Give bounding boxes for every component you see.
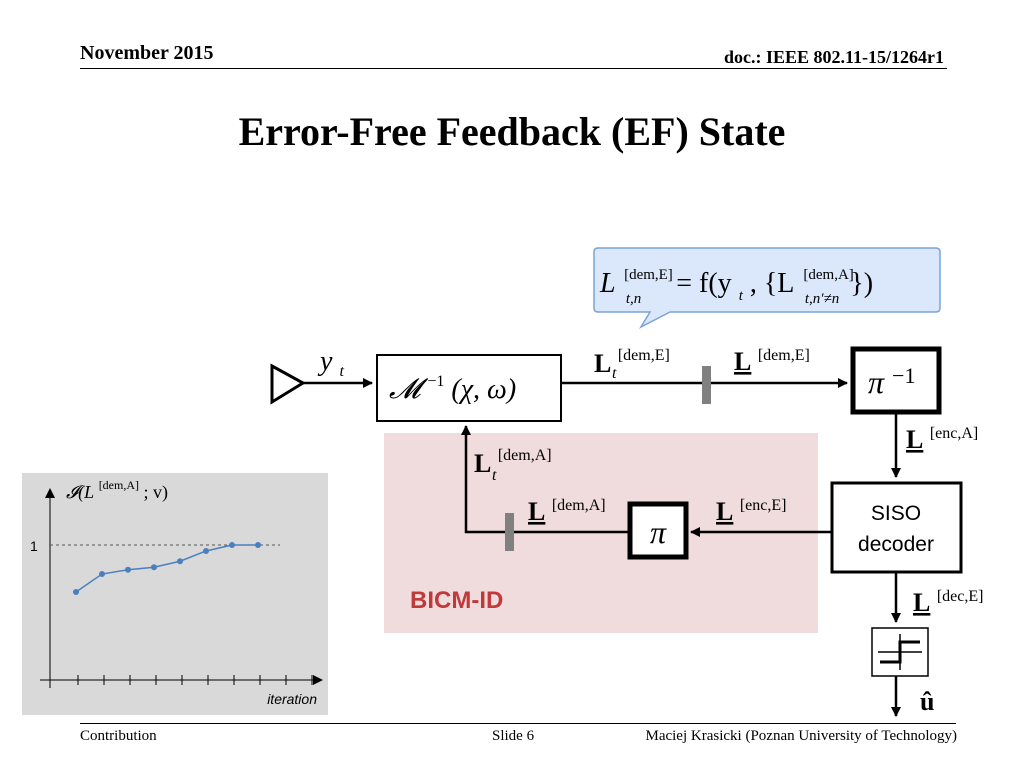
inset-data-point xyxy=(177,558,183,565)
label-l-dec-e: L [dec,E] xyxy=(913,588,983,617)
inset-series-line xyxy=(75,544,258,593)
footer-slide-number: Slide 6 xyxy=(492,728,535,744)
inset-ylabel: 𝓘(L [dem,A] ; v) xyxy=(66,473,168,503)
interleaver-to-demapper-arrow xyxy=(461,425,630,534)
callout-formula: L [dem,E] t,n = f(y t , {L [dem,A] t,n′≠… xyxy=(599,255,873,310)
label-l-dem-e: L [dem,E] xyxy=(734,347,810,376)
slide-title: Error-Free Feedback (EF) State xyxy=(238,109,786,154)
inset-chart: 1 iteration 𝓘(L [dem,A] ; v) xyxy=(22,473,328,715)
footer-contribution: Contribution xyxy=(80,728,157,744)
footer-author: Maciej Krasicki (Poznan University of Te… xyxy=(645,728,957,744)
header-rule xyxy=(80,68,947,69)
inset-series-points xyxy=(73,542,261,595)
inset-data-point xyxy=(229,542,235,548)
inset-data-point xyxy=(255,542,261,548)
siso-label-line1: SISO xyxy=(871,502,921,525)
demapper-block xyxy=(376,354,562,422)
label-l-dem-a: L [dem,A] xyxy=(528,497,606,526)
inset-chart-background xyxy=(22,473,328,715)
deinterleaver-label: π −1 xyxy=(868,363,915,400)
inset-x-ticks xyxy=(77,675,313,685)
header-doc-id: doc.: IEEE 802.11-15/1264r1 xyxy=(723,47,944,67)
callout-bubble: L [dem,E] t,n = f(y t , {L [dem,A] t,n′≠… xyxy=(593,247,941,329)
siso-label-line2: decoder xyxy=(858,533,934,556)
top-switch xyxy=(702,366,711,404)
header-date: November 2015 xyxy=(80,42,214,64)
deinterleaver-block xyxy=(850,346,942,415)
inset-data-point xyxy=(151,564,157,571)
input-label: y t xyxy=(317,346,344,380)
footer-rule xyxy=(80,723,956,724)
inset-xlabel: iteration xyxy=(267,691,317,707)
step-function-icon xyxy=(878,634,922,670)
inset-data-point xyxy=(125,566,131,573)
bicm-id-label: BICM-ID xyxy=(410,587,503,614)
siso-decoder-block xyxy=(830,481,963,574)
label-l-dem-a-t: L [dem,A] t xyxy=(474,437,558,484)
interleaver-block xyxy=(627,501,689,560)
input-antenna-icon xyxy=(270,363,306,405)
label-l-enc-e: L [enc,E] xyxy=(716,497,786,526)
inset-data-point xyxy=(73,589,79,595)
interleaver-label: π xyxy=(650,514,667,550)
inset-data-point xyxy=(99,571,105,578)
output-label: û xyxy=(920,687,934,716)
label-l-enc-a: L [enc,A] xyxy=(906,425,978,454)
feedback-switch xyxy=(505,513,514,551)
inset-data-point xyxy=(203,547,209,554)
demapper-label: 𝓜 −1 (χ, ω) xyxy=(389,362,516,405)
label-l-dem-e-t: L [dem,E] t xyxy=(594,337,676,382)
inset-ytick-one: 1 xyxy=(30,538,38,554)
